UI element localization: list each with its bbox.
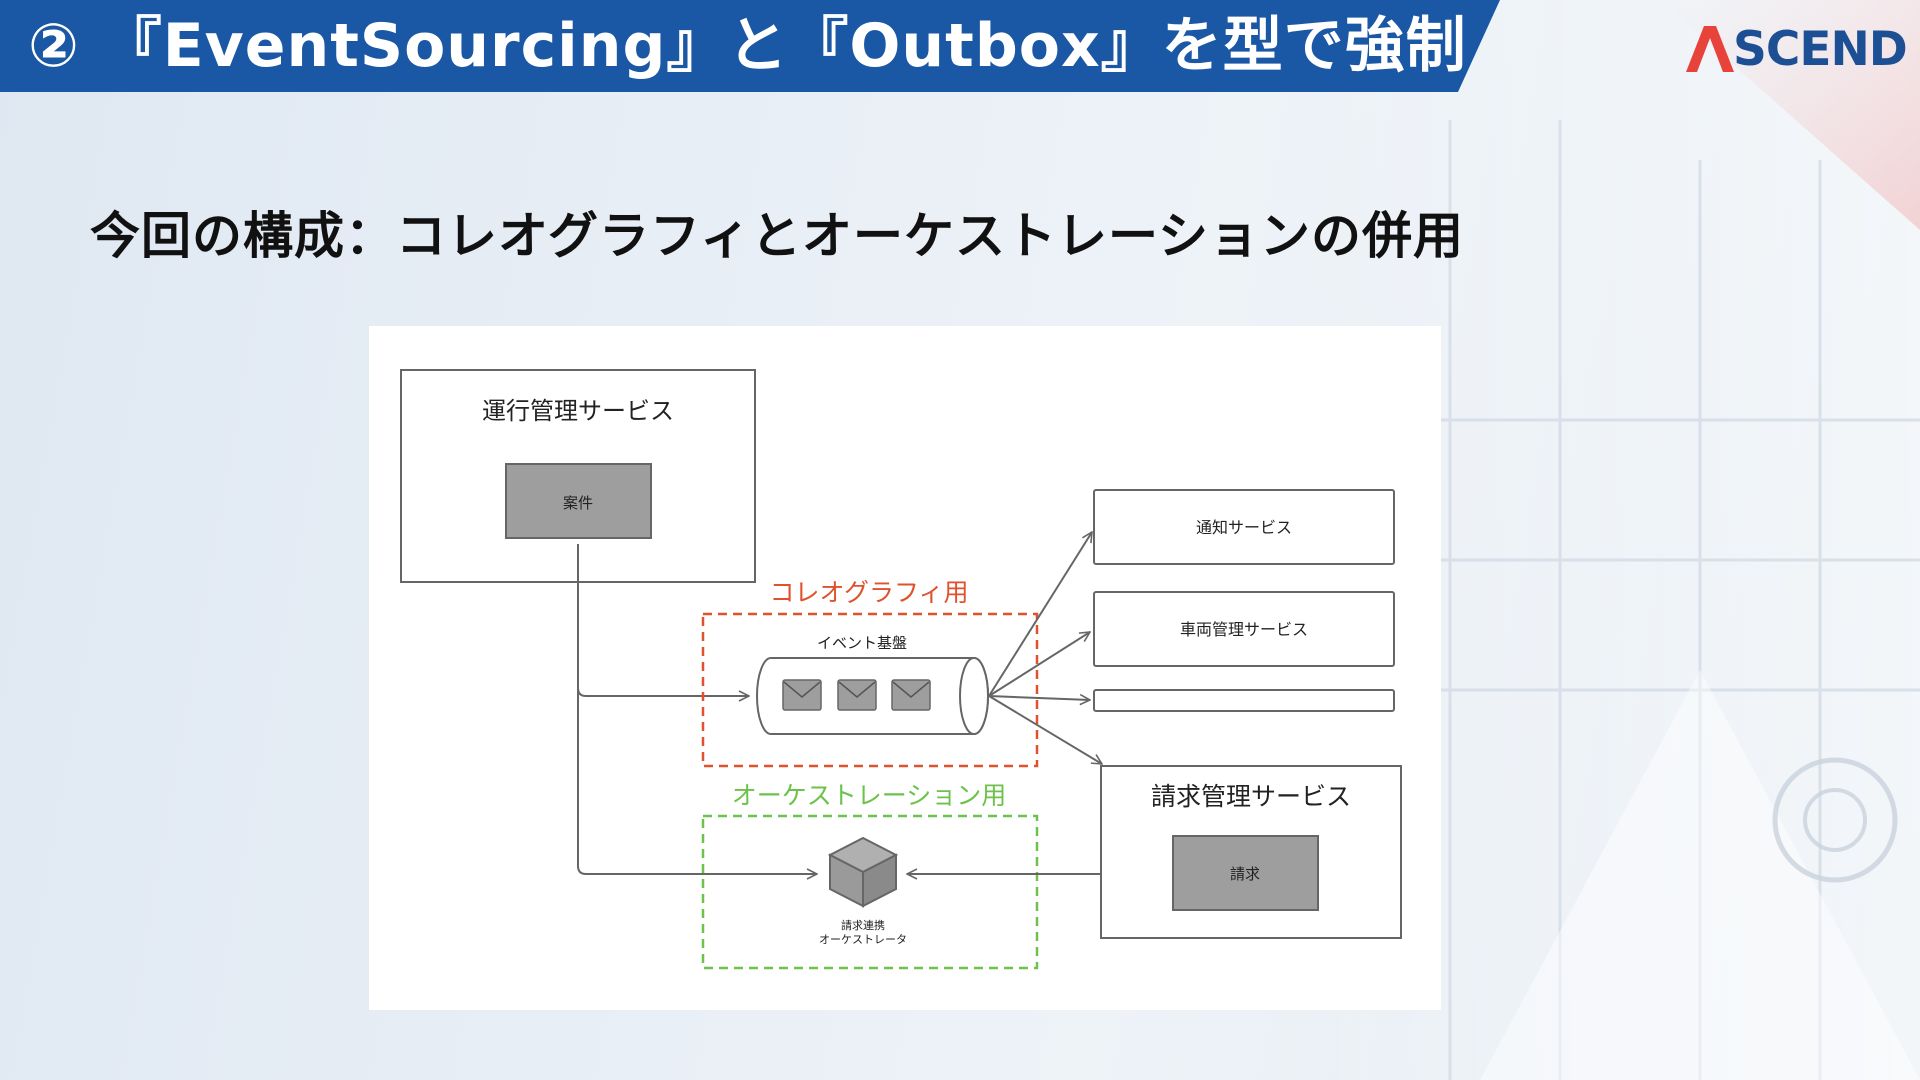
logo-text: SCEND: [1733, 22, 1908, 77]
architecture-diagram: 運行管理サービス 案件 コレオグラフィ用 イベント基盤: [369, 326, 1441, 1010]
notification-service-title: 通知サービス: [1196, 518, 1292, 537]
case-entity-label: 案件: [563, 494, 593, 512]
logo-a-mark: [1686, 26, 1734, 72]
case-entity-box: [505, 463, 652, 539]
case-to-orchestrator-line: [577, 688, 817, 874]
additional-service-box: [1093, 689, 1395, 712]
orchestrator-cube-icon: [827, 836, 899, 908]
billing-service-title: 請求管理サービス: [1151, 782, 1351, 811]
choreography-group: [701, 612, 1039, 768]
orchestration-group: [701, 814, 1039, 970]
choreography-label: コレオグラフィ用: [769, 578, 968, 607]
event-to-notification-arrow: [988, 532, 1092, 697]
orchestrator-label-line2: オーケストレータ: [819, 933, 907, 946]
page-title: ② 『EventSourcing』と『Outbox』を型で強制: [28, 11, 1467, 81]
vehicle-service-box: [1093, 591, 1395, 667]
event-message-icon: [837, 679, 877, 711]
ascend-logo: [1686, 26, 1734, 72]
vehicle-service-title: 車両管理サービス: [1180, 620, 1308, 639]
event-message-icon: [782, 679, 822, 711]
event-to-vehicle-arrow: [988, 632, 1090, 697]
header-band: [0, 0, 1500, 92]
billing-entity-box: [1172, 835, 1319, 911]
event-to-billing-arrow: [988, 695, 1102, 764]
section-subtitle: 今回の構成：コレオグラフィとオーケストレーションの併用: [90, 207, 1464, 265]
event-platform-label: イベント基盤: [817, 634, 907, 652]
orchestrator-label-line1: 請求連携: [841, 918, 885, 932]
orchestration-label: オーケストレーション用: [732, 781, 1007, 810]
event-platform-cylinder-end: [959, 657, 989, 735]
event-message-icon: [891, 679, 931, 711]
billing-entity-label: 請求: [1230, 865, 1260, 883]
notification-service-box: [1093, 489, 1395, 565]
operation-service-title: 運行管理サービス: [482, 397, 674, 425]
event-to-extra-arrow: [988, 696, 1090, 700]
diagram-canvas: 運行管理サービス 案件 コレオグラフィ用 イベント基盤: [400, 369, 1402, 970]
